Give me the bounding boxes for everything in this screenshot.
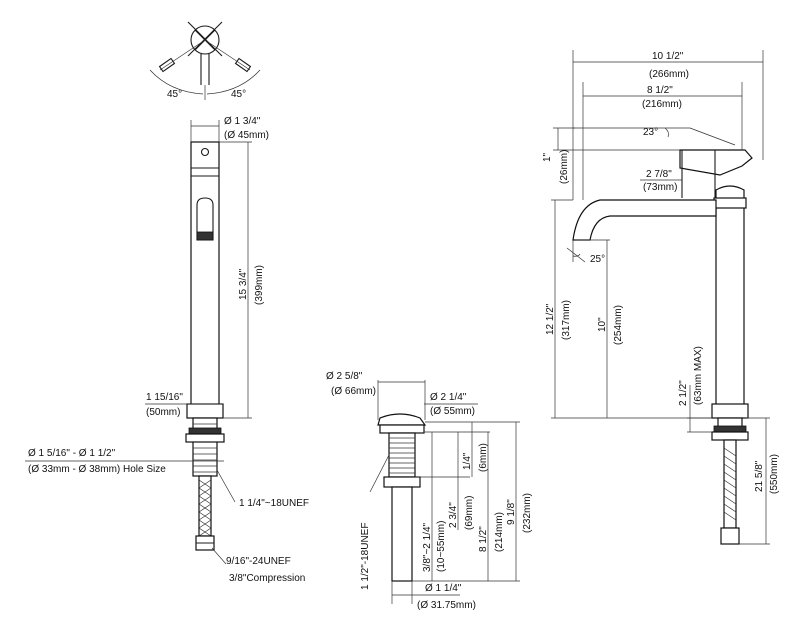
side-w1-in: 10 1/2" [652, 51, 684, 62]
front-hole-in: Ø 1 5/16" - Ø 1 1/2" [28, 448, 116, 459]
drain-h3-in: 9 1/8" [506, 499, 517, 525]
side-h-out-in: 10" [597, 317, 608, 332]
angle-left-label: 45° [167, 89, 182, 100]
drain-view: Ø 2 5/8" (Ø 66mm) Ø 2 1/4" (Ø 55mm) 1 1/… [326, 371, 533, 611]
side-w1-mm: (266mm) [649, 69, 689, 80]
front-view: Ø 1 3/4" (Ø 45mm) 15 3/4" (399mm) 1 15/1… [25, 116, 309, 584]
front-hole-mm: (Ø 33mm - Ø 38mm) Hole Size [28, 464, 166, 475]
drain-thick-mm: (6mm) [478, 443, 489, 472]
side-w2-in: 8 1/2" [647, 85, 673, 96]
drain-h1-in: 2 3/4" [448, 502, 459, 528]
drain-flange-mm: (Ø 55mm) [430, 406, 475, 417]
drain-pipe-in: Ø 1 1/4" [425, 583, 462, 594]
drain-h2-mm: (214mm) [494, 512, 505, 552]
drain-cap-mm: (Ø 66mm) [331, 386, 376, 397]
side-handle-in: 1" [542, 152, 553, 162]
drain-range-mm: (10~55mm) [436, 521, 447, 572]
drain-h3-mm: (232mm) [522, 493, 533, 533]
drain-thread-label: 1 1/2"-18UNEF [360, 523, 371, 590]
side-handle-mm: (26mm) [559, 150, 570, 184]
drain-pipe-mm: (Ø 31.75mm) [417, 600, 476, 611]
front-diam-top-in: Ø 1 3/4" [224, 116, 261, 127]
side-total-in: 21 5/8" [754, 460, 765, 492]
front-diam-top-mm: (Ø 45mm) [224, 130, 269, 141]
front-compression: 3/8"Compression [229, 573, 305, 584]
side-total-mm: (550mm) [769, 454, 780, 494]
side-w3-in: 2 7/8" [646, 169, 672, 180]
handle-rotation-detail: 45° 45° [149, 21, 261, 100]
drain-cap-in: Ø 2 5/8" [326, 371, 363, 382]
side-deck-mm: (63mm MAX) [693, 346, 704, 405]
front-height-in: 15 3/4" [238, 268, 249, 300]
side-h-spout-in: 12 1/2" [545, 303, 556, 335]
drain-flange-in: Ø 2 1/4" [430, 392, 467, 403]
front-base-mm: (50mm) [146, 407, 180, 418]
side-view: 10 1/2" (266mm) 8 1/2" (216mm) 23° 1" (2… [542, 50, 780, 545]
front-height-mm: (399mm) [254, 265, 265, 305]
front-base-in: 1 15/16" [146, 392, 183, 403]
side-w2-mm: (216mm) [642, 99, 682, 110]
side-w3-mm: (73mm) [643, 182, 677, 193]
side-h-spout-mm: (317mm) [561, 300, 572, 340]
drain-range-in: 3/8"~2 1/4" [422, 522, 433, 572]
front-supply-thread: 9/16"-24UNEF [226, 556, 291, 567]
side-angle-top: 23° [643, 127, 658, 138]
side-deck-in: 2 1/2" [678, 380, 689, 406]
side-h-out-mm: (254mm) [613, 305, 624, 345]
side-angle-spout: 25° [590, 254, 605, 265]
drain-thick-in: 1/4" [462, 452, 473, 470]
drain-h2-in: 8 1/2" [478, 526, 489, 552]
drain-h1-mm: (69mm) [464, 496, 475, 530]
front-thread-label: 1 1/4"~18UNEF [239, 498, 309, 509]
angle-right-label: 45° [231, 89, 246, 100]
